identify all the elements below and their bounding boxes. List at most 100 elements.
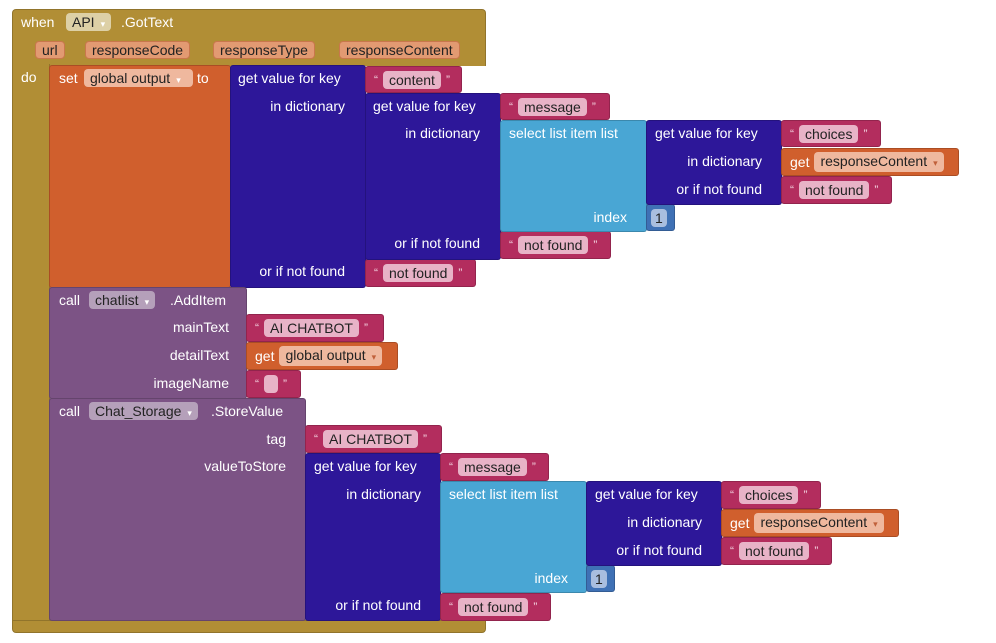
text-block-ai-chatbot[interactable]: “AI CHATBOT”: [305, 425, 442, 453]
quote-icon: ”: [283, 377, 287, 391]
not-found-label: or if not found: [394, 235, 480, 251]
text-block-not-found[interactable]: “ not found ”: [781, 176, 892, 204]
dropdown-value: Chat_Storage: [95, 403, 182, 419]
variable-dropdown[interactable]: global output ▾: [279, 346, 383, 366]
set-label: set: [59, 70, 78, 86]
variable-dropdown[interactable]: responseContent▾: [814, 152, 944, 172]
quote-icon: “: [509, 99, 513, 114]
dropdown-arrow-icon: ▾: [371, 352, 377, 362]
event-block-body: [12, 64, 50, 624]
in-dict-label: in dictionary: [627, 514, 702, 530]
text-block-message[interactable]: “message”: [500, 93, 610, 120]
component-dropdown-chatlist[interactable]: chatlist ▾: [89, 291, 156, 309]
number-block[interactable]: 1: [646, 204, 675, 231]
number-value[interactable]: 1: [591, 569, 607, 588]
method-name: .AddItem: [170, 292, 227, 308]
param-responseCode[interactable]: responseCode: [85, 41, 191, 59]
quote-icon: “: [730, 544, 734, 558]
param-url[interactable]: url: [35, 41, 65, 59]
text-value[interactable]: AI CHATBOT: [264, 319, 359, 337]
text-block-choices[interactable]: “ choices ”: [781, 120, 881, 147]
variable-dropdown[interactable]: global output ▾: [84, 69, 193, 87]
dropdown-value: global output: [285, 347, 366, 363]
in-dict-label: in dictionary: [687, 153, 762, 169]
get-label: get: [790, 154, 810, 170]
text-value[interactable]: not found: [518, 236, 589, 254]
set-global-output-block[interactable]: [49, 65, 231, 288]
text-value[interactable]: message: [518, 97, 587, 116]
get-label: get: [255, 348, 275, 364]
text-block-content[interactable]: “content”: [365, 66, 462, 93]
component-dropdown-chat-storage[interactable]: Chat_Storage▾: [89, 402, 198, 420]
select-list-label: select list item list: [509, 125, 618, 141]
text-value[interactable]: [264, 375, 278, 393]
text-block-empty[interactable]: “”: [246, 370, 301, 398]
dropdown-arrow-icon: ▾: [144, 297, 150, 307]
quote-icon: “: [449, 460, 453, 474]
text-block-ai-chatbot[interactable]: “AI CHATBOT”: [246, 314, 384, 342]
to-label: to: [197, 70, 209, 86]
not-found-label: or if not found: [616, 542, 702, 558]
dict-lookup-block-1[interactable]: [230, 65, 366, 288]
call-label: call: [59, 292, 81, 308]
quote-icon: “: [374, 72, 378, 87]
param-responseContent[interactable]: responseContent: [339, 41, 460, 59]
tag-label: tag: [266, 431, 286, 447]
text-block-message[interactable]: “message”: [440, 453, 549, 481]
text-block-not-found[interactable]: “not found”: [721, 537, 832, 565]
call-chat-storage-storevalue-block[interactable]: [49, 398, 306, 621]
quote-icon: “: [790, 183, 794, 197]
text-value[interactable]: not found: [799, 181, 870, 199]
dict-lookup-block-4[interactable]: [305, 453, 441, 621]
quote-icon: ”: [863, 126, 868, 141]
text-block-not-found[interactable]: “not found”: [440, 593, 551, 621]
quote-icon: ”: [874, 183, 879, 197]
dropdown-arrow-icon: ▾: [176, 75, 181, 85]
detailText-label: detailText: [169, 347, 229, 363]
event-name: .GotText: [121, 14, 174, 30]
param-responseType[interactable]: responseType: [213, 41, 315, 59]
select-list-item-block[interactable]: [500, 120, 647, 232]
text-block-choices[interactable]: “choices”: [721, 481, 821, 509]
quote-icon: ”: [422, 432, 427, 446]
number-block[interactable]: 1: [586, 565, 615, 592]
text-value[interactable]: choices: [739, 486, 799, 504]
text-value[interactable]: AI CHATBOT: [323, 430, 418, 448]
text-value[interactable]: not found: [739, 542, 810, 560]
text-value[interactable]: message: [458, 458, 527, 476]
text-block-not-found[interactable]: “not found”: [365, 259, 476, 287]
quote-icon: “: [730, 488, 734, 502]
quote-icon: “: [790, 126, 794, 141]
not-found-label: or if not found: [676, 181, 762, 197]
method-name: .StoreValue: [211, 403, 284, 419]
text-value[interactable]: choices: [799, 124, 859, 143]
number-value[interactable]: 1: [651, 208, 667, 227]
dict-lookup-block-3[interactable]: [646, 120, 782, 205]
do-label: do: [21, 69, 37, 85]
dict-lookup-block-2[interactable]: [365, 93, 501, 260]
get-key-label: get value for key: [314, 458, 417, 474]
quote-icon: ”: [593, 238, 598, 252]
get-global-output-block[interactable]: get global output ▾: [246, 342, 398, 370]
quote-icon: “: [509, 238, 513, 252]
quote-icon: “: [449, 600, 453, 614]
not-found-label: or if not found: [259, 263, 345, 279]
text-value[interactable]: content: [383, 70, 441, 89]
text-value[interactable]: not found: [383, 264, 454, 282]
get-label: get: [730, 515, 750, 531]
text-block-not-found[interactable]: “ not found ”: [500, 231, 611, 259]
dropdown-value: global output: [90, 70, 171, 86]
dropdown-value: chatlist: [95, 292, 139, 308]
quote-icon: ”: [363, 321, 368, 335]
text-value[interactable]: not found: [458, 598, 529, 616]
component-dropdown-api[interactable]: API▾: [66, 13, 112, 31]
select-list-label: select list item list: [449, 486, 558, 502]
index-label: index: [593, 209, 627, 225]
in-dict-label: in dictionary: [405, 125, 480, 141]
variable-dropdown[interactable]: responseContent▾: [754, 513, 884, 533]
imageName-label: imageName: [153, 375, 229, 391]
get-key-label: get value for key: [238, 70, 341, 86]
